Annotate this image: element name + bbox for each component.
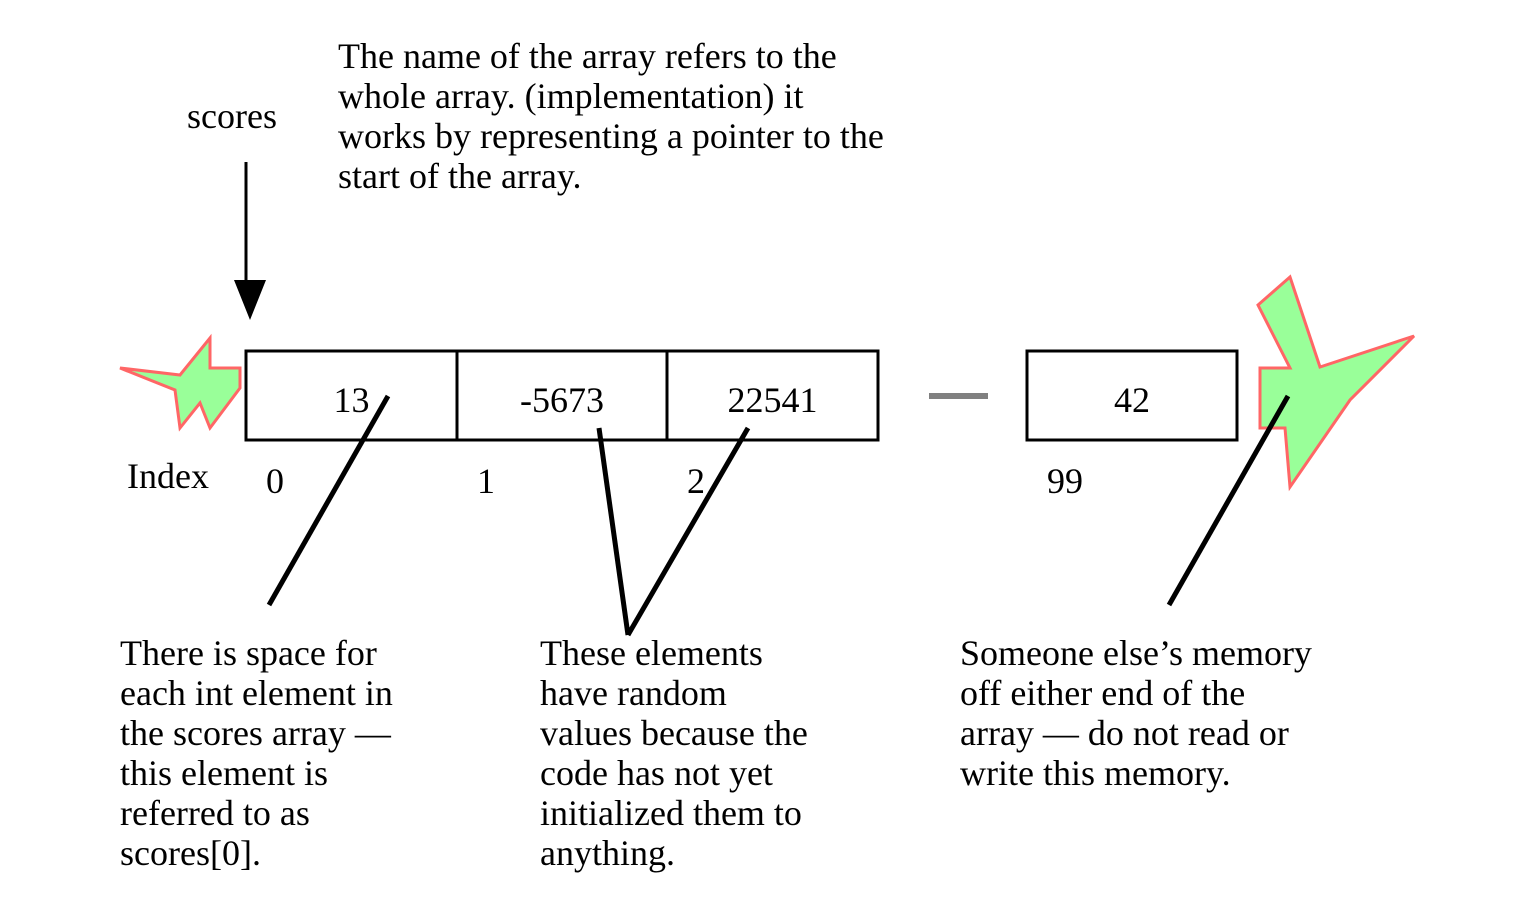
note-line: scores[0]. <box>120 833 261 873</box>
note-line: write this memory. <box>960 753 1231 793</box>
note-line: the scores array — <box>120 713 391 753</box>
array-name-label: scores <box>187 96 277 136</box>
array-cell-1-value: -5673 <box>520 380 604 420</box>
note-line: have random <box>540 673 727 713</box>
note-line: These elements <box>540 633 763 673</box>
note-line: Someone else’s memory <box>960 633 1312 673</box>
right-memory-burst <box>1256 274 1416 492</box>
note-line: this element is <box>120 753 328 793</box>
pointer-arrow-head <box>234 280 266 320</box>
note-line: works by representing a pointer to the <box>338 116 884 156</box>
note-line: referred to as <box>120 793 310 833</box>
array-cell-0-box <box>244 349 459 442</box>
index-0: 0 <box>266 461 284 501</box>
random-values-note: These elements have random values becaus… <box>540 633 808 873</box>
note-line: off either end of the <box>960 673 1246 713</box>
note-line: The name of the array refers to the <box>338 36 837 76</box>
leader-line-cell-1 <box>596 427 631 636</box>
leader-line-cell-0 <box>266 394 391 607</box>
note-line: code has not yet <box>540 753 773 793</box>
note-line: There is space for <box>120 633 377 673</box>
note-line: initialized them to <box>540 793 802 833</box>
leader-line-cell-2 <box>625 426 751 637</box>
left-memory-burst <box>119 333 242 432</box>
note-line: whole array. (implementation) it <box>338 76 804 116</box>
array-cell-99-box <box>1025 349 1239 442</box>
note-line: start of the array. <box>338 156 582 196</box>
index-1: 1 <box>477 461 495 501</box>
note-line: each int element in <box>120 673 393 713</box>
array-name-note: The name of the array refers to the whol… <box>338 36 884 196</box>
array-cell-2-box <box>665 349 880 442</box>
outside-memory-note: Someone else’s memory off either end of … <box>960 633 1312 793</box>
index-label: Index <box>127 456 209 496</box>
note-line: anything. <box>540 833 675 873</box>
index-99: 99 <box>1047 461 1083 501</box>
array-cell-99-value: 42 <box>1114 380 1150 420</box>
space-note: There is space for each int element in t… <box>120 633 393 873</box>
note-line: values because the <box>540 713 808 753</box>
array-cell-0-value: 13 <box>333 380 370 420</box>
index-2: 2 <box>687 461 705 501</box>
array-cell-2-value: 22541 <box>727 380 818 420</box>
note-line: array — do not read or <box>960 713 1289 753</box>
leader-line-outside-memory <box>1166 394 1291 607</box>
